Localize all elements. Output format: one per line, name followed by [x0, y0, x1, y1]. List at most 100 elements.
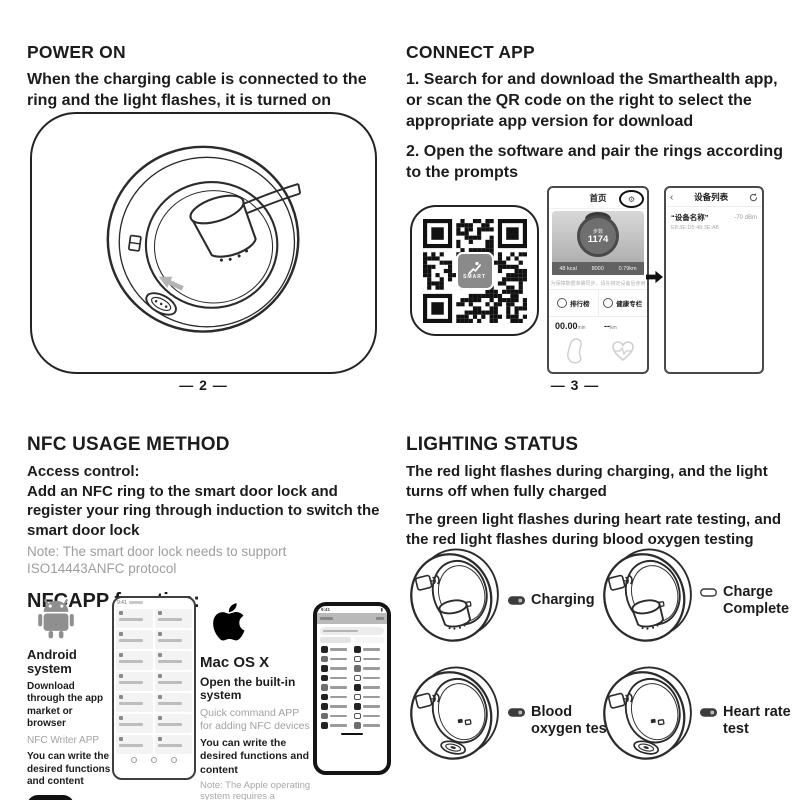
- app-grid-item: [116, 630, 153, 649]
- refresh-icon: [749, 192, 758, 201]
- ranking-icon: [557, 298, 567, 308]
- app-grid-item: [155, 630, 192, 649]
- nfc-writer-app-icon: [28, 794, 73, 800]
- smarthealth-app-logo: SMART: [455, 251, 494, 290]
- led-pill-filled-icon: [508, 596, 525, 605]
- shortcut-grid-item: [321, 665, 350, 672]
- mac-line2: You can write the desired functions and …: [200, 737, 310, 776]
- android-app-grid: [114, 607, 194, 756]
- app-grid-item: [155, 651, 192, 670]
- charging-label-group: Charging: [508, 592, 621, 609]
- charging-connector: [188, 194, 257, 262]
- time-unit: min: [577, 325, 586, 331]
- shortcuts-app-screenshot: 9:41▮: [313, 602, 391, 775]
- qr-logo-text: SMART: [463, 274, 486, 280]
- runner-icon: [468, 261, 481, 275]
- dist-unit: km: [610, 325, 617, 331]
- led-pill-outline-icon: [700, 588, 717, 597]
- nfc-writer-app-screenshot: 9:41: [112, 596, 196, 780]
- steps-value: 1174: [587, 233, 609, 245]
- stat-kcal: 48 kcal: [559, 265, 577, 272]
- device-name: “设备名称”: [671, 213, 709, 222]
- home-screen-title: 首页: [589, 193, 607, 203]
- connect-app-step1: 1. Search for and download the Smartheal…: [406, 71, 778, 131]
- heart-rate-label: Heart rate test: [723, 704, 791, 737]
- device-row: “设备名称” E8:3E:D5:48:3E:A8 -70 dBm: [666, 207, 762, 236]
- page-number-2: — 2 —: [179, 377, 228, 393]
- apple-logo-icon: [213, 603, 245, 641]
- app-grid-item: [116, 735, 153, 754]
- shortcut-grid-item: [321, 703, 350, 710]
- home-banner-text: 为保障数据准确同步，请先绑定设备后使用: [549, 277, 647, 290]
- android-nav-bar: [114, 756, 194, 764]
- ios-status-battery: ▮: [380, 606, 383, 612]
- blood-oxygen-label: Blood oxygen test: [531, 704, 612, 737]
- power-on-body: When the charging cable is connected to …: [27, 71, 367, 110]
- ranking-tile: 排行榜: [549, 290, 598, 316]
- back-chevron-icon: ‹: [670, 191, 674, 203]
- lighting-title: LIGHTING STATUS: [406, 434, 579, 455]
- ring-contacts: [127, 234, 142, 252]
- steps-gauge: 步数 1174: [577, 215, 619, 257]
- stat-distance: 0.79km: [618, 265, 637, 272]
- app-grid-item: [116, 651, 153, 670]
- shortcut-grid-item: [354, 712, 383, 719]
- android-status-time: 9:41: [117, 599, 127, 606]
- gear-icon: ⚙: [627, 194, 636, 204]
- app-grid-item: [155, 609, 192, 628]
- flow-arrow-icon: [646, 270, 663, 289]
- ios-search-bar: [320, 627, 384, 635]
- shortcut-grid-item: [354, 655, 383, 662]
- shortcut-grid-item: [321, 674, 350, 681]
- app-home-screenshot: 首页 ⚙ 步数 1174 48 kcal 8000 0.79km 为保障数据准确…: [547, 186, 649, 374]
- shortcut-grid-item: [321, 712, 350, 719]
- shortcut-grid-item: [321, 722, 350, 729]
- android-screen-title-bar: [128, 601, 143, 604]
- ring-illustration-blood-oxygen: [404, 664, 508, 764]
- ios-app-grid: [317, 645, 387, 730]
- mac-name: Mac OS X: [200, 654, 270, 671]
- mac-subtitle: Open the built-in system: [200, 674, 296, 703]
- charging-label: Charging: [531, 592, 595, 608]
- time-value: 00.00: [555, 321, 578, 331]
- device-list-screenshot: ‹ 设备列表 “设备名称” E8:3E:D5:48:3E:A8 -70 dBm: [664, 186, 764, 374]
- device-rssi: -70 dBm: [734, 215, 757, 221]
- ios-header-bar: [317, 613, 387, 624]
- lighting-body1: The red light flashes during charging, a…: [406, 463, 768, 500]
- ring-charging-illustration: [106, 145, 301, 333]
- heart-rate-label-group: Heart rate test: [700, 704, 800, 737]
- android-robot-icon: [38, 599, 74, 639]
- ring-sensor-pad: [144, 292, 177, 316]
- nfc-access-body: Add an NFC ring to the smart door lock a…: [27, 482, 380, 539]
- shortcut-grid-item: [354, 722, 383, 729]
- shortcut-grid-item: [321, 655, 350, 662]
- exercise-time-cell: 00.00min: [549, 317, 598, 331]
- qr-code-frame: SMART: [410, 205, 539, 336]
- ring-illustration-charging: [404, 546, 508, 646]
- arrow-to-contacts-icon: [158, 276, 184, 291]
- app-grid-item: [116, 714, 153, 733]
- charge-complete-label-group: Charge Complete: [700, 584, 800, 617]
- app-grid-item: [116, 609, 153, 628]
- app-grid-item: [155, 693, 192, 712]
- section-connect-app: CONNECT APP 1. Search for and download t…: [406, 42, 792, 193]
- mac-line1: Quick command APP for adding NFC devices: [200, 707, 310, 733]
- charge-complete-label: Charge Complete: [723, 584, 790, 617]
- shortcut-grid-item: [354, 674, 383, 681]
- app-grid-item: [116, 672, 153, 691]
- shortcut-grid-item: [321, 684, 350, 691]
- heart-icon: [611, 341, 634, 362]
- android-app-name: NFC Writer APP: [27, 734, 100, 746]
- android-name: Android system: [27, 647, 77, 677]
- health-label: 健康专栏: [616, 301, 643, 308]
- ios-tabs: [320, 637, 384, 643]
- shortcut-grid-item: [354, 703, 383, 710]
- led-pill-filled-icon: [700, 708, 717, 717]
- stats-strip: 48 kcal 8000 0.79km: [552, 262, 644, 275]
- led-pill-filled-icon: [508, 708, 525, 717]
- shortcut-grid-item: [354, 684, 383, 691]
- health-column-tile: 健康专栏: [597, 290, 648, 316]
- foot-icon: [566, 338, 582, 364]
- ranking-label: 排行榜: [570, 301, 590, 308]
